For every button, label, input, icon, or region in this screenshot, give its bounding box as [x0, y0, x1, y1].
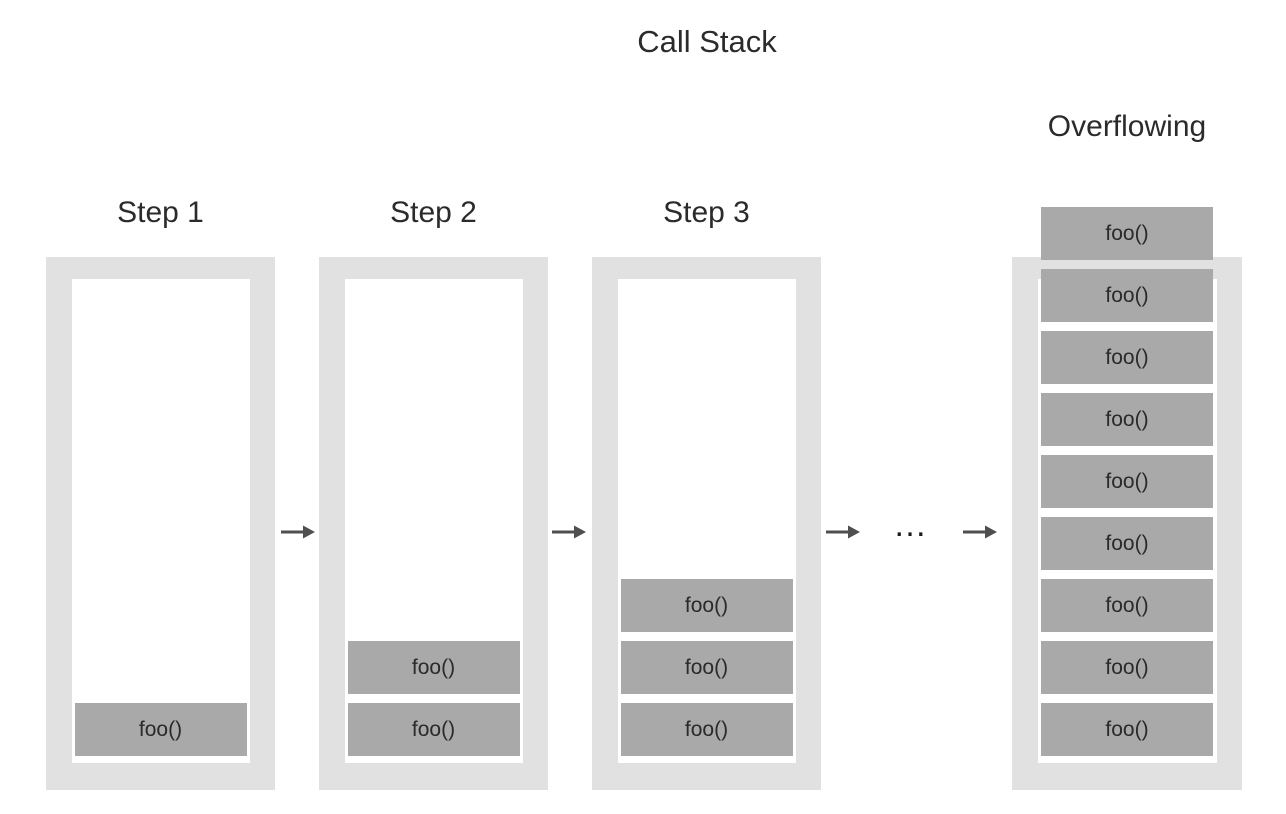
right-arrow-icon: [281, 525, 315, 539]
stack-container-step-2: foo() foo(): [319, 257, 548, 790]
stack-frames: foo() foo() foo() foo() foo() foo() foo() foo()…: [1041, 207, 1213, 756]
stack-frame: foo(): [1041, 517, 1213, 570]
stack-frame: foo(): [1041, 579, 1213, 632]
stack-frame: foo(): [1041, 269, 1213, 322]
stack-frames: foo() foo() foo(): [620, 579, 793, 756]
stack-frame: foo(): [347, 703, 520, 756]
stack-frame: foo(): [620, 703, 793, 756]
right-arrow-icon: [552, 525, 586, 539]
stack-container-step-1: foo(): [46, 257, 275, 790]
right-arrow-icon: [826, 525, 860, 539]
stack-interior: [72, 279, 250, 763]
step-3-label: Step 3: [663, 196, 750, 229]
stack-frame: foo(): [1041, 641, 1213, 694]
diagram-title: Call Stack: [637, 24, 777, 59]
stack-frame: foo(): [1041, 331, 1213, 384]
stack-frame: foo(): [347, 641, 520, 694]
stack-container-overflowing: foo() foo() foo() foo() foo() foo() foo() foo()…: [1012, 207, 1242, 790]
stack-frame: foo(): [1041, 207, 1213, 260]
overflowing-label: Overflowing: [1047, 110, 1207, 143]
stack-frames: foo(): [74, 703, 247, 756]
right-arrow-icon: [963, 525, 997, 539]
stack-frame: foo(): [1041, 703, 1213, 756]
stack-frame: foo(): [1041, 455, 1213, 508]
ellipsis: …: [893, 506, 929, 544]
stack-container-step-3: foo() foo() foo(): [592, 257, 821, 790]
step-1-label: Step 1: [117, 196, 204, 229]
stack-frame: foo(): [1041, 393, 1213, 446]
stack-frame: foo(): [620, 641, 793, 694]
step-2-label: Step 2: [390, 196, 477, 229]
stack-frame: foo(): [620, 579, 793, 632]
stack-frame: foo(): [74, 703, 247, 756]
stack-frames: foo() foo(): [347, 641, 520, 756]
